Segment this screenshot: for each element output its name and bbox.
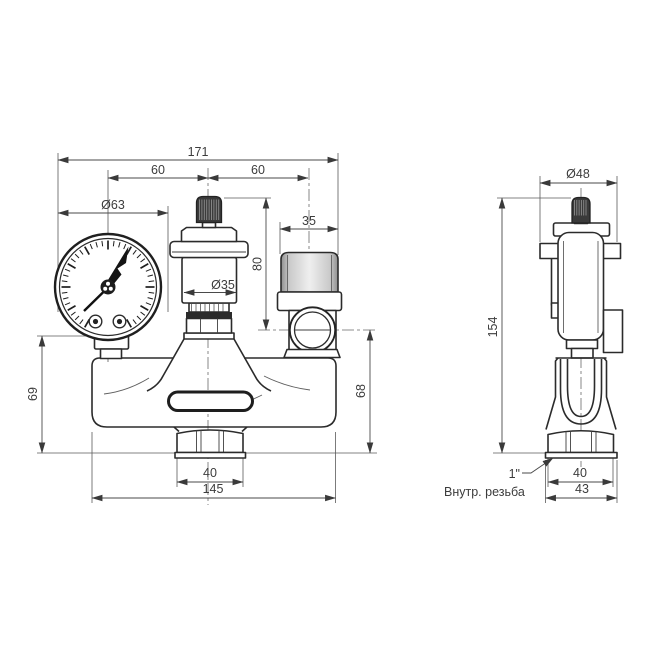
vent-shoulder	[180, 226, 238, 243]
dim-thread-size: 1"	[509, 467, 520, 481]
thread-leader-line	[522, 457, 554, 474]
dim-pitch-right: 60	[251, 163, 265, 177]
dim-vent-height: 80	[251, 257, 265, 271]
safety-valve-cap	[280, 251, 339, 293]
label-slot	[167, 390, 254, 412]
thread-note: Внутр. резьба	[444, 485, 525, 499]
side-body	[539, 196, 624, 459]
side-manifold-boss	[559, 359, 603, 425]
vent-oring	[186, 312, 232, 319]
side-dimensions: Ø48 154 40 43 1" Внутр. резьба	[444, 167, 618, 502]
dim-side-flange-width: 43	[575, 482, 589, 496]
gauge-ticks	[61, 240, 155, 328]
side-view: Ø48 154 40 43 1" Внутр. резьба	[444, 167, 624, 503]
gauge-needle	[106, 246, 129, 288]
vent-boss	[183, 332, 235, 340]
dim-left-height: 69	[26, 387, 40, 401]
side-main-body	[557, 231, 605, 341]
dim-overall-length: 145	[203, 482, 224, 496]
side-step-upper	[565, 339, 599, 350]
air-vent-valve	[169, 195, 249, 334]
dim-outlet-nut-width: 40	[203, 466, 217, 480]
manifold-body	[91, 332, 337, 428]
union-nut-front	[173, 426, 248, 459]
front-dimensions: 171 60 60 Ø63 35 80 Ø35 69 68 40 145	[26, 145, 374, 502]
dim-gauge-diameter: Ø63	[101, 198, 125, 212]
dim-overall-width: 171	[188, 145, 209, 159]
vent-thread-lines	[191, 304, 224, 312]
union-nut-flange	[174, 451, 247, 459]
side-step-lower	[570, 347, 594, 359]
dim-side-height: 154	[486, 317, 500, 338]
side-nut-flange	[544, 451, 618, 459]
side-union-nut	[547, 429, 615, 454]
vent-flange	[169, 240, 249, 259]
dim-vent-diameter: Ø35	[211, 278, 235, 292]
vent-cap-neck	[201, 221, 217, 229]
pressure-gauge	[53, 232, 163, 360]
gauge-stem-lower	[99, 348, 123, 360]
dim-right-height: 68	[354, 384, 368, 398]
safety-valve-flange	[283, 348, 341, 359]
dim-side-diameter: Ø48	[566, 167, 590, 181]
gauge-hub	[100, 279, 116, 295]
vent-cap-knurling	[199, 199, 220, 220]
side-outlet-block	[602, 309, 624, 354]
dim-pitch-left: 60	[151, 163, 165, 177]
vent-hex-nut	[185, 317, 233, 334]
safety-valve	[276, 251, 343, 359]
dim-valve-cap-width: 35	[302, 214, 316, 228]
side-cap-knurling	[574, 200, 587, 216]
dim-side-nut-width: 40	[573, 466, 587, 480]
front-view: 171 60 60 Ø63 35 80 Ø35 69 68 40 145	[26, 145, 378, 505]
